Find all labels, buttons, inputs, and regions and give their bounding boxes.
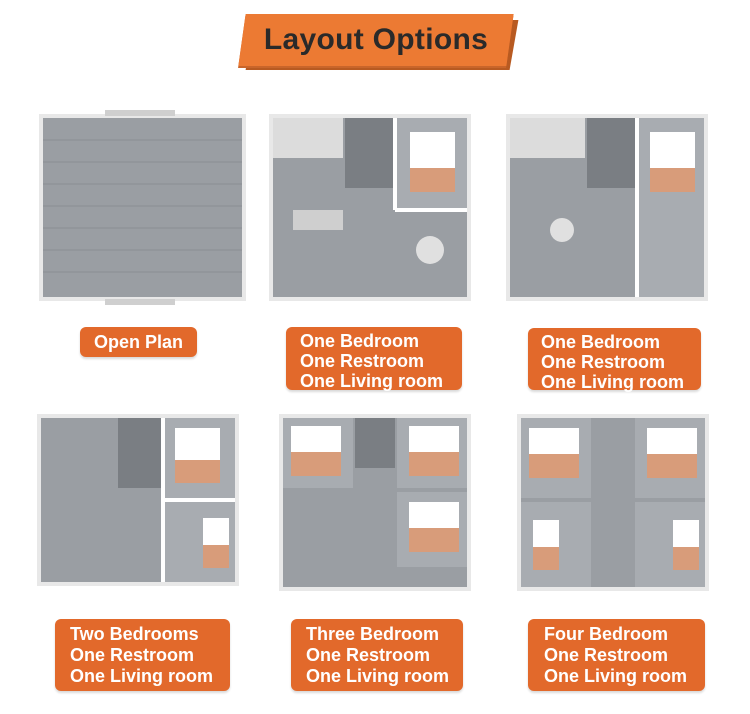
label-one-bedroom-b: One Bedroom One Restroom One Living room <box>528 328 701 392</box>
label-two-bedrooms-line-2: One Restroom <box>70 645 195 665</box>
floor-plan-open-plan-drawing <box>35 110 250 305</box>
label-four-bedroom-line-1: Four Bedroom <box>544 624 668 644</box>
label-two-bedrooms-line-1: Two Bedrooms <box>70 624 199 644</box>
floor-plan-two-bedrooms-drawing <box>33 410 243 590</box>
label-one-bedroom-a: One Bedroom One Restroom One Living room <box>286 327 462 391</box>
page-title: Layout Options <box>263 23 489 56</box>
label-two-bedrooms: Two Bedrooms One Restroom One Living roo… <box>55 619 230 691</box>
label-two-bedrooms-line-3: One Living room <box>70 666 214 686</box>
floor-plan-open-plan <box>35 110 250 305</box>
label-open-plan: Open Plan <box>80 327 197 357</box>
label-one-bedroom-a-line-2: One Restroom <box>300 351 425 371</box>
label-one-bedroom-b-line-1: One Bedroom <box>541 332 661 352</box>
floor-plan-one-bedroom-a <box>265 110 475 305</box>
label-three-bedroom: Three Bedroom One Restroom One Living ro… <box>291 619 463 691</box>
floor-plan-three-bedroom-drawing <box>275 410 475 595</box>
label-one-bedroom-a-line-1: One Bedroom <box>300 331 420 351</box>
floor-plan-two-bedrooms <box>33 410 243 590</box>
floor-plan-four-bedroom-drawing <box>513 410 713 595</box>
label-three-bedroom-line-3: One Living room <box>306 666 450 686</box>
floor-plan-one-bedroom-b <box>502 110 712 305</box>
title-banner: Layout Options <box>238 14 522 74</box>
floor-plan-one-bedroom-a-drawing <box>265 110 475 305</box>
label-one-bedroom-b-line-2: One Restroom <box>541 352 666 372</box>
label-open-plan-line-1: Open Plan <box>93 332 183 352</box>
floor-plan-three-bedroom <box>275 410 475 595</box>
floor-plan-four-bedroom <box>513 410 713 595</box>
label-four-bedroom-line-3: One Living room <box>544 666 688 686</box>
label-three-bedroom-line-2: One Restroom <box>306 645 431 665</box>
floor-plan-one-bedroom-b-drawing <box>502 110 712 305</box>
label-one-bedroom-b-line-3: One Living room <box>541 372 685 392</box>
label-four-bedroom: Four Bedroom One Restroom One Living roo… <box>528 619 705 691</box>
label-three-bedroom-line-1: Three Bedroom <box>306 624 440 644</box>
label-four-bedroom-line-2: One Restroom <box>544 645 669 665</box>
label-one-bedroom-a-line-3: One Living room <box>300 371 444 391</box>
